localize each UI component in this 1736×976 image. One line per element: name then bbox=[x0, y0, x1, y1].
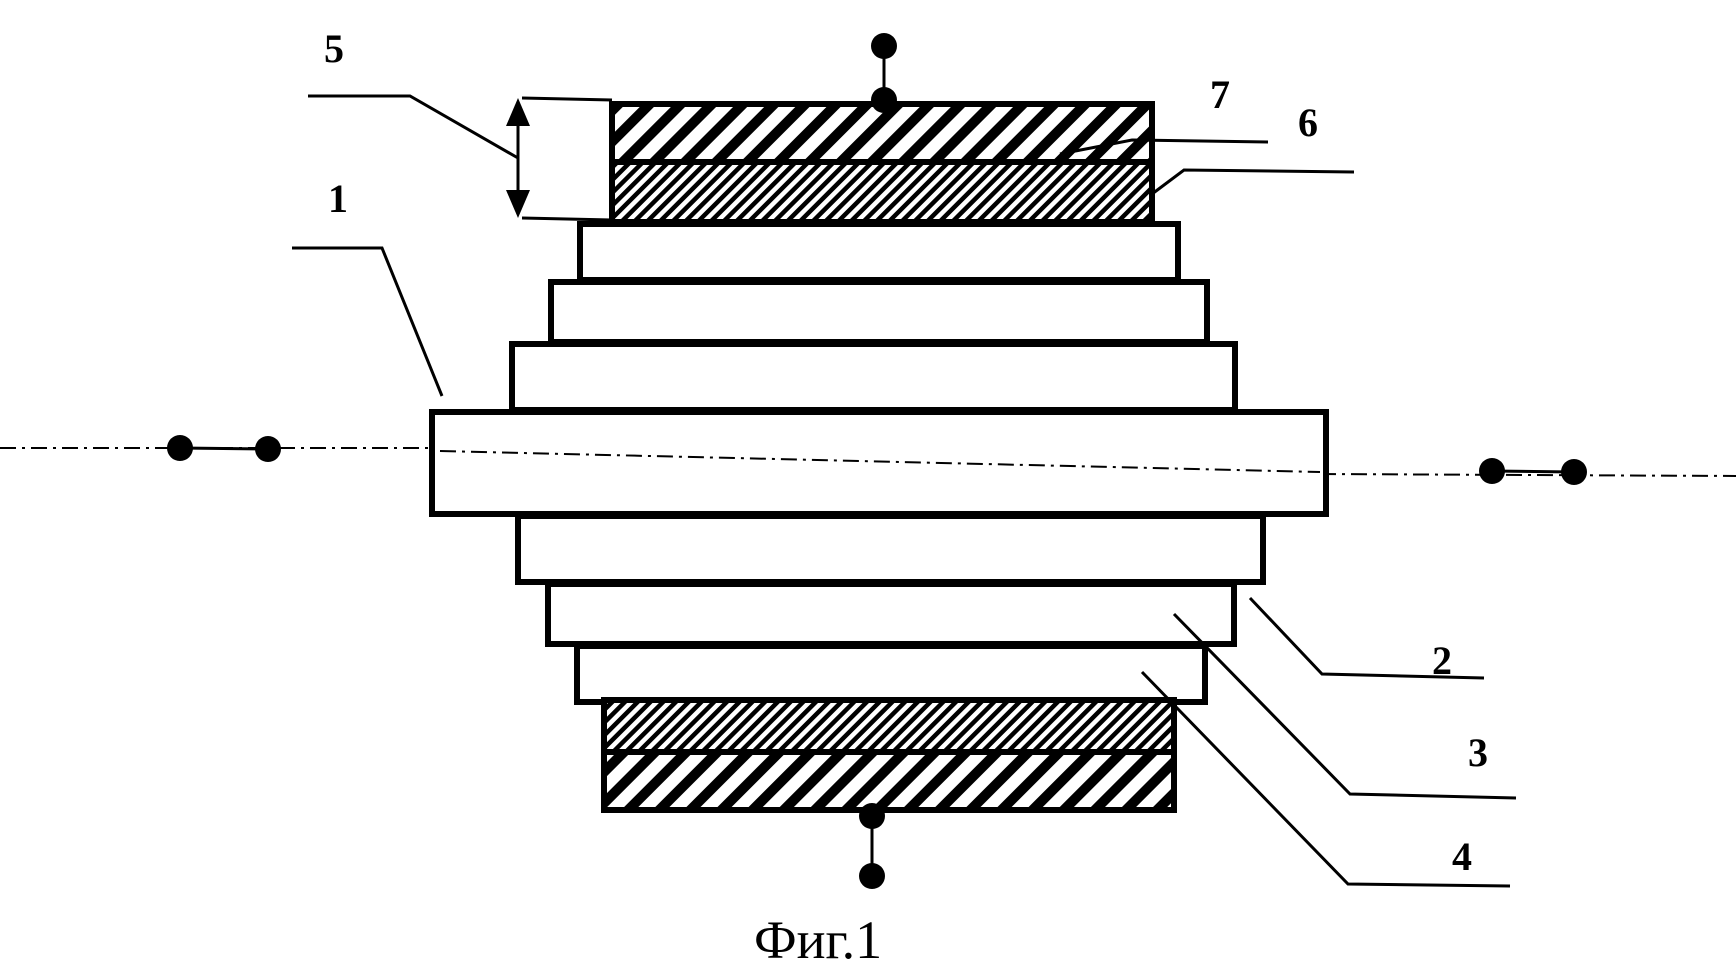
top-electrode-inner bbox=[612, 162, 1152, 222]
upper-layer-3 bbox=[580, 224, 1178, 280]
label-5: 5 bbox=[324, 26, 344, 71]
label-1: 1 bbox=[328, 176, 348, 221]
label-4: 4 bbox=[1452, 834, 1472, 879]
bottom-electrode-inner bbox=[604, 700, 1174, 752]
top-terminal bbox=[871, 33, 897, 59]
label-7: 7 bbox=[1210, 72, 1230, 117]
leader-1 bbox=[292, 248, 442, 396]
figure-caption: Фиг.1 bbox=[754, 910, 882, 970]
label-6: 6 bbox=[1298, 100, 1318, 145]
upper-layer-2 bbox=[551, 282, 1207, 342]
bottom-electrode-outer bbox=[604, 752, 1174, 810]
leader-5 bbox=[308, 96, 518, 158]
lower-layer-1 bbox=[518, 516, 1263, 582]
leader-6 bbox=[1152, 170, 1354, 194]
top-contact bbox=[871, 87, 897, 113]
bottom-contact bbox=[859, 803, 885, 829]
lower-layer-2 bbox=[548, 584, 1234, 644]
right-terminal bbox=[1479, 458, 1587, 485]
lower-layer-3 bbox=[577, 646, 1205, 702]
dimension-5 bbox=[506, 98, 612, 220]
upper-layer-1 bbox=[512, 344, 1235, 410]
label-3: 3 bbox=[1468, 730, 1488, 775]
label-2: 2 bbox=[1432, 638, 1452, 683]
axis-line-right bbox=[1320, 474, 1736, 476]
bottom-terminal bbox=[859, 863, 885, 889]
central-bar bbox=[432, 412, 1326, 514]
left-terminal bbox=[167, 435, 281, 462]
